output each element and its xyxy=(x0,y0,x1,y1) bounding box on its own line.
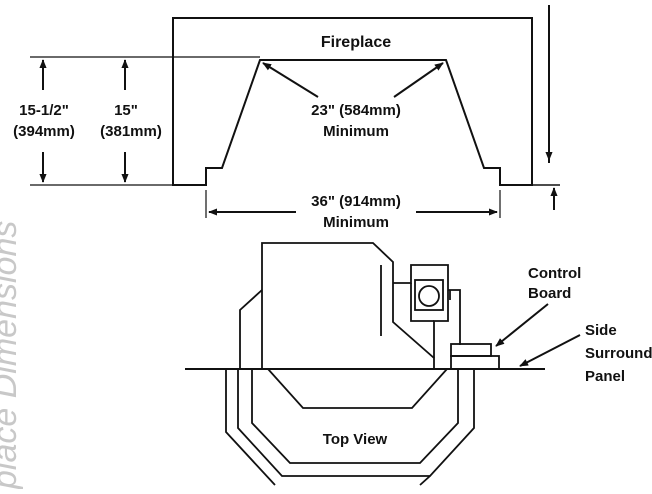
side-surround-label-2: Surround xyxy=(585,345,652,362)
fireplace-front-outline xyxy=(172,17,533,186)
dim-23-arrow-right xyxy=(393,62,444,98)
dim-23-sub-label: Minimum xyxy=(323,123,389,140)
dim-36-label: 36" (914mm) xyxy=(311,193,401,210)
dim-15-5-label: 15-1/2" xyxy=(19,102,69,119)
dim-23-arrow-left xyxy=(262,62,319,98)
side-surround-label-3: Panel xyxy=(585,368,625,385)
dim-15-label: 15" xyxy=(114,102,138,119)
dim-23-label: 23" (584mm) xyxy=(311,102,401,119)
top-view-drawing xyxy=(225,242,500,486)
control-board-arrow xyxy=(495,303,549,347)
dim-36-sub-label: Minimum xyxy=(323,214,389,231)
control-board-label-2: Board xyxy=(528,285,571,302)
control-board-label-1: Control xyxy=(528,265,581,282)
top-view-label: Top View xyxy=(323,431,388,448)
side-surround-arrow xyxy=(519,334,581,367)
fireplace-label: Fireplace xyxy=(321,34,391,51)
dim-15-mm-label: (381mm) xyxy=(100,123,162,140)
side-surround-label-1: Side xyxy=(585,322,617,339)
dim-15-5-mm-label: (394mm) xyxy=(13,123,75,140)
side-title: place Dimensions xyxy=(0,221,24,489)
